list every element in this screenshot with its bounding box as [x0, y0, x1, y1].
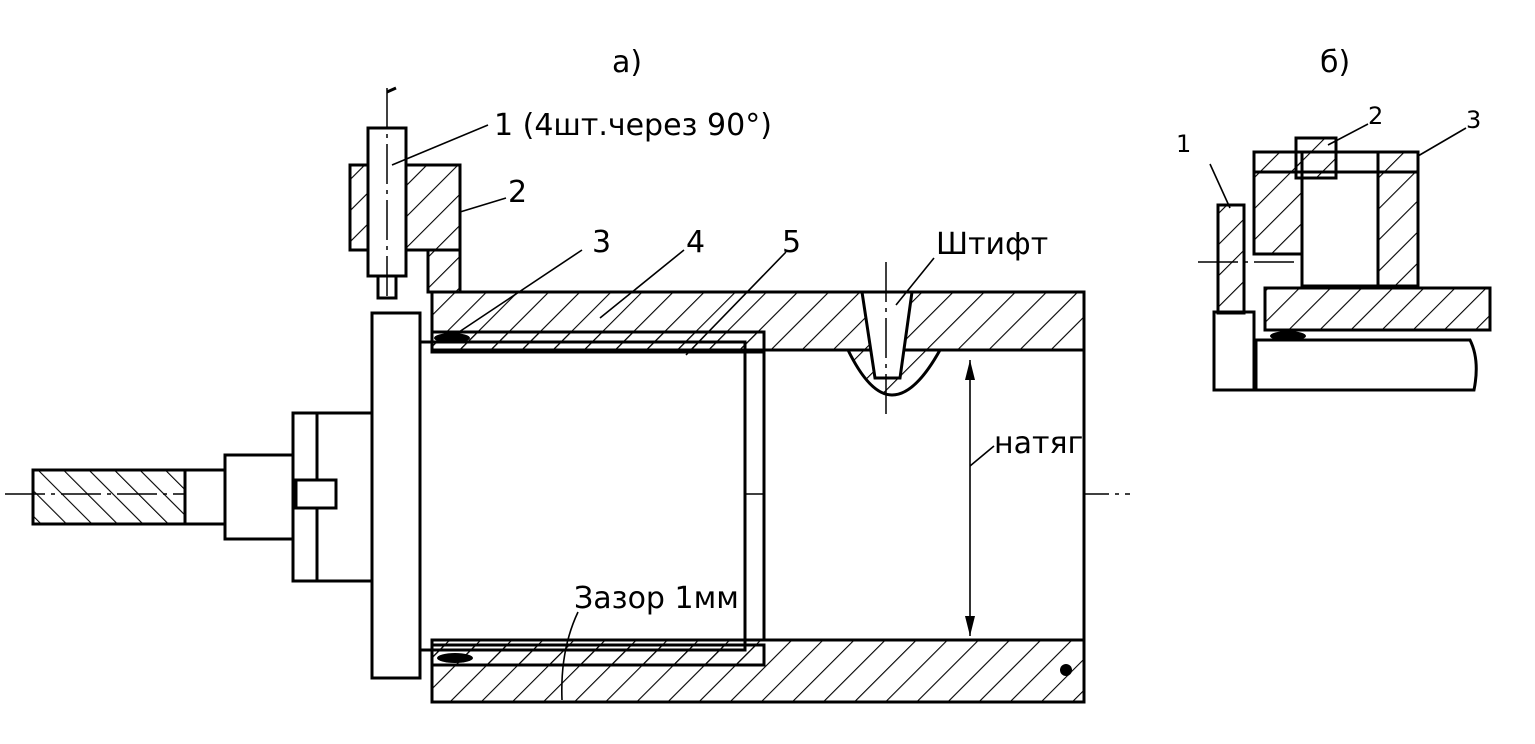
- label-part3: 3: [592, 225, 611, 260]
- view-a-title: а): [612, 45, 642, 80]
- flange-plate: [370, 311, 422, 680]
- label-pin: Штифт: [936, 227, 1048, 262]
- interference-dimension: [965, 360, 995, 636]
- label-part1: 1 (4шт.через 90°): [494, 108, 772, 143]
- view-b-indicator: [1216, 203, 1246, 315]
- housing-bottom-wall: [430, 638, 1086, 704]
- view-b-label-part1: 1: [1176, 130, 1191, 158]
- housing-bore: [762, 348, 1086, 642]
- view-b-sleeve: [1263, 286, 1492, 332]
- view-b: б) 1 2 3: [1176, 45, 1492, 392]
- leader-lines: [391, 124, 935, 701]
- label-part5: 5: [782, 225, 801, 260]
- pin: [845, 262, 943, 418]
- seals: [434, 333, 1072, 676]
- part1-indicator: [366, 86, 408, 300]
- view-b-housing: [1254, 338, 1478, 392]
- label-part4: 4: [686, 225, 705, 260]
- shaft: [31, 411, 374, 583]
- label-interference: натяг: [994, 426, 1083, 461]
- label-part2: 2: [508, 175, 527, 210]
- housing-top-wall: [430, 290, 1086, 352]
- view-b-base-plate: [1212, 310, 1256, 392]
- view-b-label-part2: 2: [1368, 102, 1383, 130]
- view-a: а): [5, 45, 1130, 704]
- view-b-title: б): [1320, 45, 1350, 80]
- view-b-bracket-right: [1376, 150, 1420, 288]
- label-gap: Зазор 1мм: [574, 581, 739, 616]
- view-b-label-part3: 3: [1466, 106, 1481, 134]
